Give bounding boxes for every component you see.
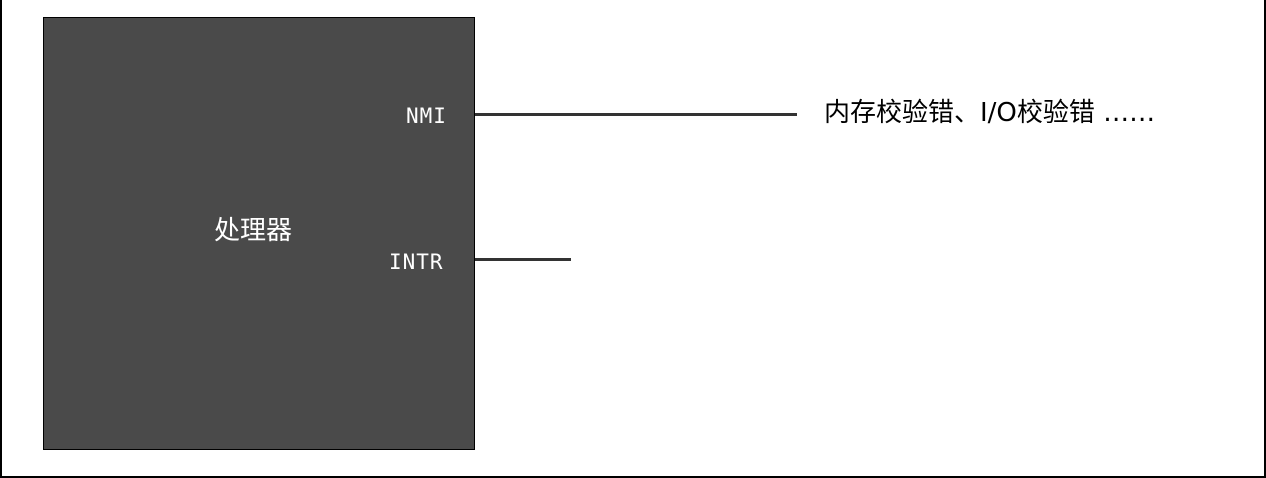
intr-signal-line <box>475 258 571 261</box>
nmi-pin-label: NMI <box>406 104 447 128</box>
intr-pin-label: INTR <box>389 250 444 274</box>
processor-label: 处理器 <box>214 216 293 246</box>
nmi-source-label: 内存校验错、I/O校验错 …… <box>824 98 1156 128</box>
nmi-signal-line <box>475 113 797 116</box>
processor-block <box>43 17 475 450</box>
